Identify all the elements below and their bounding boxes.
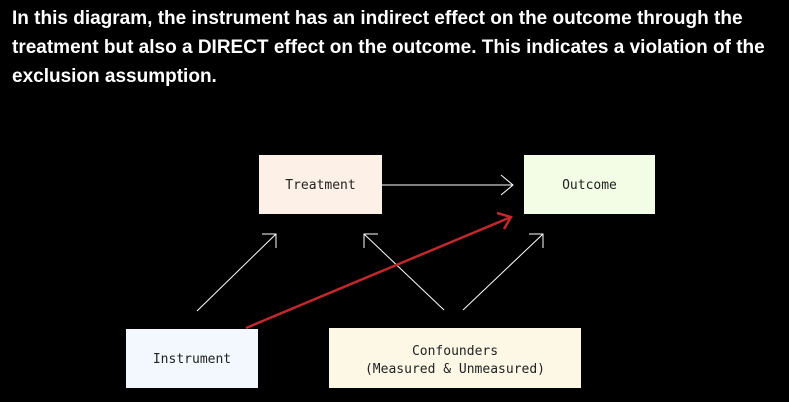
node-treatment-label: Treatment — [285, 178, 355, 193]
edge-instrument-to-outcome-direct — [245, 211, 513, 330]
edge-confounders-to-treatment-arrowhead — [363, 233, 378, 248]
edge-confounders-to-treatment — [363, 233, 445, 311]
node-instrument-label: Instrument — [153, 352, 231, 367]
node-treatment: Treatment — [259, 155, 382, 214]
edge-instrument-to-outcome-direct-line — [245, 215, 512, 330]
node-outcome-label: Outcome — [562, 178, 617, 193]
node-outcome: Outcome — [524, 155, 655, 214]
edge-confounders-to-outcome-arrowhead — [529, 233, 544, 248]
node-instrument: Instrument — [126, 329, 258, 388]
node-confounders-label-line2: (Measured & Unmeasured) — [365, 362, 545, 377]
node-confounders: Confounders (Measured & Unmeasured) — [329, 328, 581, 388]
edge-instrument-to-treatment — [196, 233, 277, 312]
node-treatment-box — [259, 155, 382, 214]
edge-instrument-to-treatment-arrowhead — [262, 233, 277, 248]
node-confounders-box — [329, 328, 581, 388]
edge-treatment-to-outcome — [382, 174, 514, 196]
edge-confounders-to-outcome — [462, 233, 544, 311]
edge-confounders-to-outcome-line — [462, 233, 544, 311]
edge-instrument-to-treatment-line — [196, 233, 277, 312]
node-instrument-box — [126, 329, 258, 388]
node-confounders-label-line1: Confounders — [412, 344, 498, 359]
edge-confounders-to-treatment-line — [363, 233, 445, 311]
edge-instrument-to-outcome-direct-arrowhead — [496, 211, 513, 230]
node-outcome-box — [524, 155, 655, 214]
diagram-caption: In this diagram, the instrument has an i… — [12, 8, 765, 87]
edge-treatment-to-outcome-arrowhead — [500, 174, 514, 196]
